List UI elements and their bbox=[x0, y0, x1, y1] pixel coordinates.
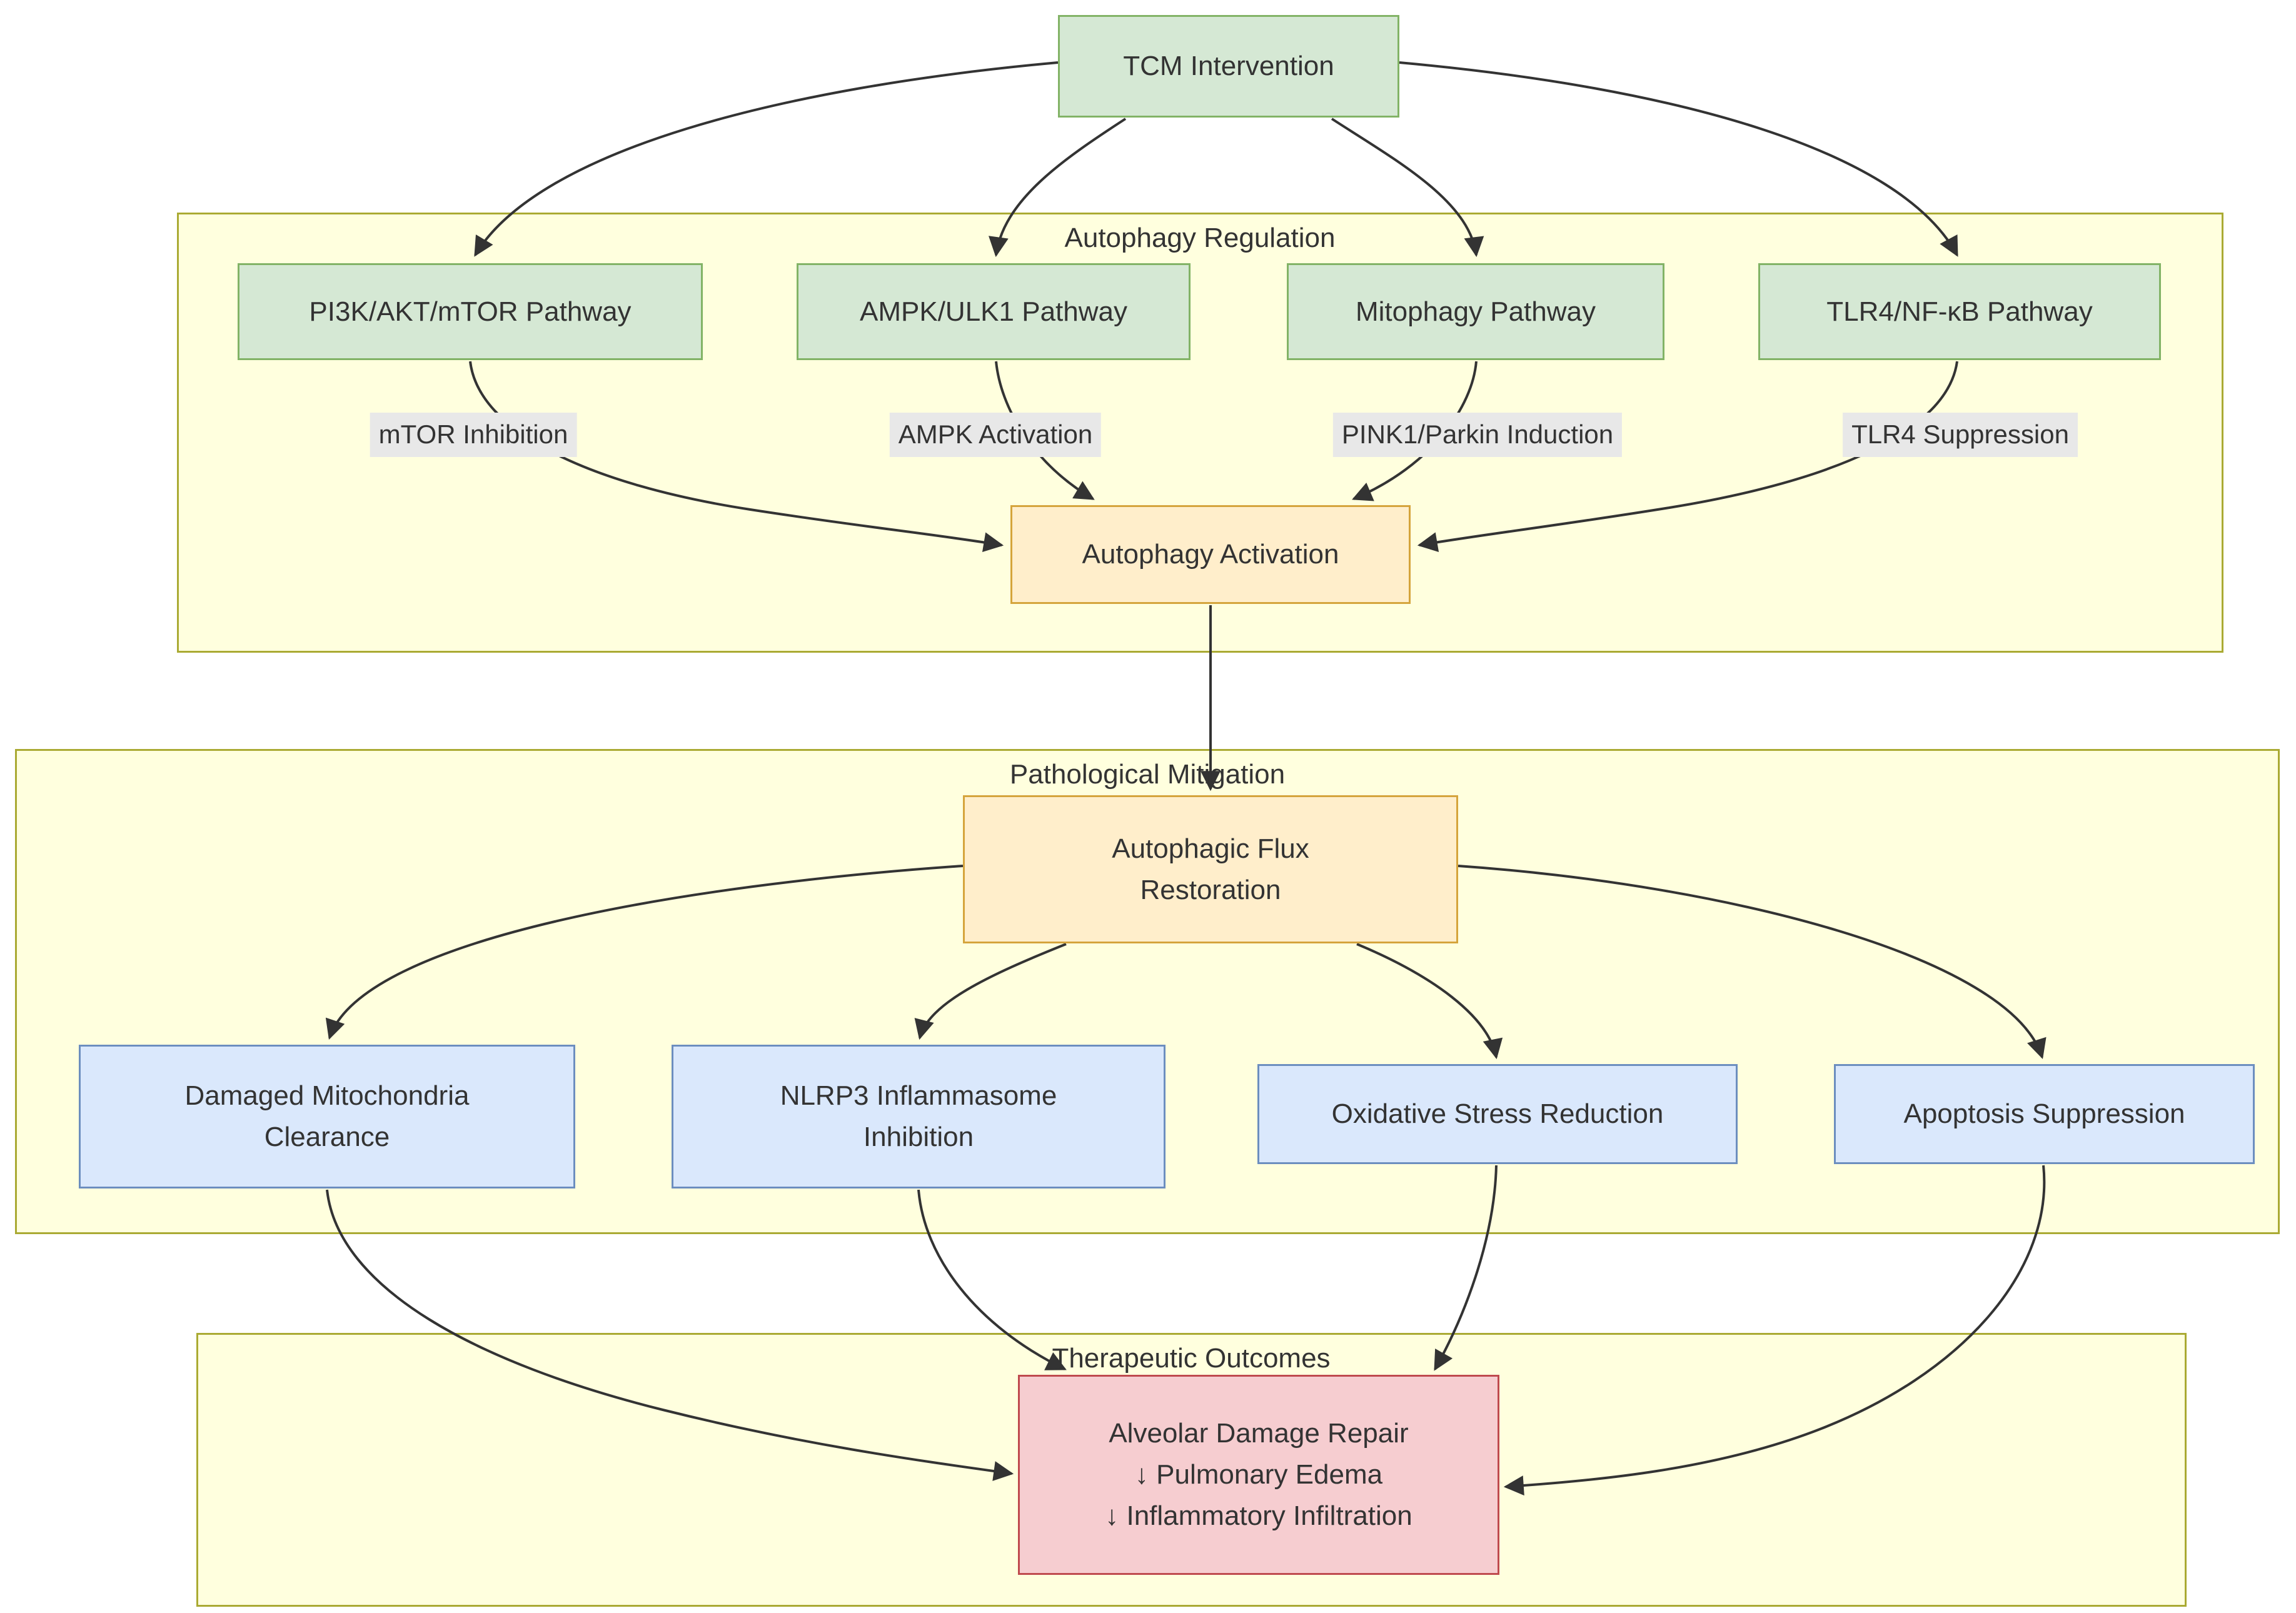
node-label-line-1: Autophagic Flux bbox=[1112, 833, 1309, 864]
node-label-line-2: Restoration bbox=[1140, 874, 1281, 905]
node-label: TLR4/NF-κB Pathway bbox=[1826, 296, 2093, 327]
node-label-line-1: NLRP3 Inflammasome bbox=[780, 1080, 1057, 1111]
node-autophagic-flux-restoration: Autophagic Flux Restoration bbox=[963, 795, 1458, 943]
edge-label-tlr4-suppression: TLR4 Suppression bbox=[1843, 413, 2078, 457]
node-ampk-ulk1-pathway: AMPK/ULK1 Pathway bbox=[797, 263, 1191, 360]
node-label: AMPK/ULK1 Pathway bbox=[860, 296, 1127, 327]
node-label-line-2: Inhibition bbox=[863, 1122, 974, 1152]
node-label-line-2: Clearance bbox=[264, 1122, 390, 1152]
node-label-line-1: Damaged Mitochondria bbox=[184, 1080, 470, 1111]
node-therapeutic-outcome: Alveolar Damage Repair ↓ Pulmonary Edema… bbox=[1018, 1375, 1499, 1575]
node-label: PI3K/AKT/mTOR Pathway bbox=[309, 296, 632, 327]
node-tlr4-nfkb-pathway: TLR4/NF-κB Pathway bbox=[1758, 263, 2161, 360]
node-oxidative-stress-reduction: Oxidative Stress Reduction bbox=[1257, 1064, 1738, 1164]
edge-label-pink1-parkin-induction: PINK1/Parkin Induction bbox=[1332, 413, 1623, 457]
node-autophagy-activation: Autophagy Activation bbox=[1010, 505, 1411, 604]
node-label-line-3: ↓ Inflammatory Infiltration bbox=[1105, 1500, 1412, 1531]
cluster-label-therapeutic-outcomes: Therapeutic Outcomes bbox=[1052, 1343, 1331, 1374]
node-label-line-1: Alveolar Damage Repair bbox=[1109, 1418, 1409, 1449]
node-mitophagy-pathway: Mitophagy Pathway bbox=[1287, 263, 1664, 360]
edge-label-mtor-inhibition: mTOR Inhibition bbox=[370, 413, 577, 457]
node-label: Apoptosis Suppression bbox=[1903, 1098, 2185, 1129]
node-label-line-2: ↓ Pulmonary Edema bbox=[1134, 1459, 1383, 1490]
cluster-label-autophagy-regulation: Autophagy Regulation bbox=[1064, 223, 1336, 253]
node-label: Autophagy Activation bbox=[1082, 539, 1339, 570]
node-label: TCM Intervention bbox=[1123, 51, 1334, 81]
node-damaged-mitochondria-clearance: Damaged Mitochondria Clearance bbox=[79, 1045, 575, 1188]
node-apoptosis-suppression: Apoptosis Suppression bbox=[1834, 1064, 2255, 1164]
node-pi3k-akt-mtor-pathway: PI3K/AKT/mTOR Pathway bbox=[238, 263, 703, 360]
node-label: Oxidative Stress Reduction bbox=[1331, 1098, 1664, 1129]
cluster-label-pathological-mitigation: Pathological Mitigation bbox=[1009, 759, 1286, 790]
node-nlrp3-inflammasome-inhibition: NLRP3 Inflammasome Inhibition bbox=[672, 1045, 1166, 1188]
node-label: Mitophagy Pathway bbox=[1356, 296, 1596, 327]
edge-label-ampk-activation: AMPK Activation bbox=[889, 413, 1102, 457]
node-tcm-intervention: TCM Intervention bbox=[1058, 15, 1399, 118]
